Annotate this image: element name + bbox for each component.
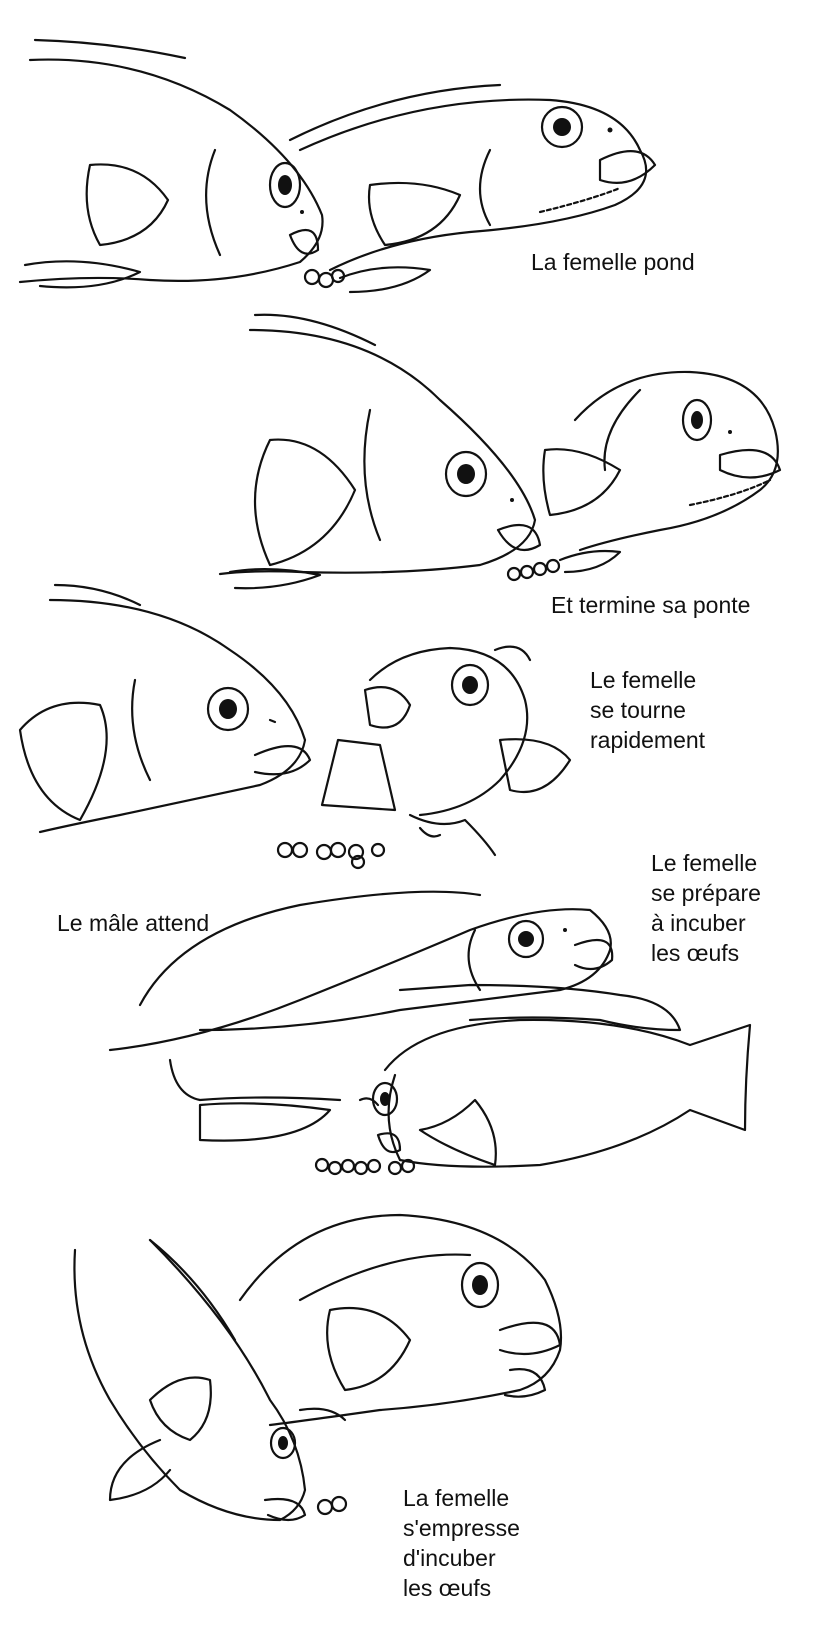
panel-5-drawing [74,1215,561,1520]
female-fish-turning [322,647,570,855]
panel-2-drawing [220,315,780,588]
eggs [318,1497,346,1514]
eggs [278,843,384,868]
panel-2-caption: Et termine sa ponte [551,590,750,620]
panel-4-female-caption: Le femelle se prépare à incuber les œufs [651,848,761,968]
panel-3-caption: Le femelle se tourne rapidement [590,665,705,755]
panel-5-caption: La femelle s'empresse d'incuber les œufs [403,1483,520,1603]
eggs [316,1159,414,1174]
female-fish-diving [74,1240,345,1520]
male-fish [240,1215,561,1425]
panel-4-male-caption: Le mâle attend [57,908,209,938]
panel-3-drawing [20,585,570,868]
male-fish [20,585,310,832]
panel-1-caption: La femelle pond [531,247,695,277]
female-fish [543,372,780,572]
eggs [305,270,344,287]
eggs [508,560,559,580]
female-fish [360,985,750,1167]
male-fish [20,40,323,287]
male-fish [220,315,540,588]
